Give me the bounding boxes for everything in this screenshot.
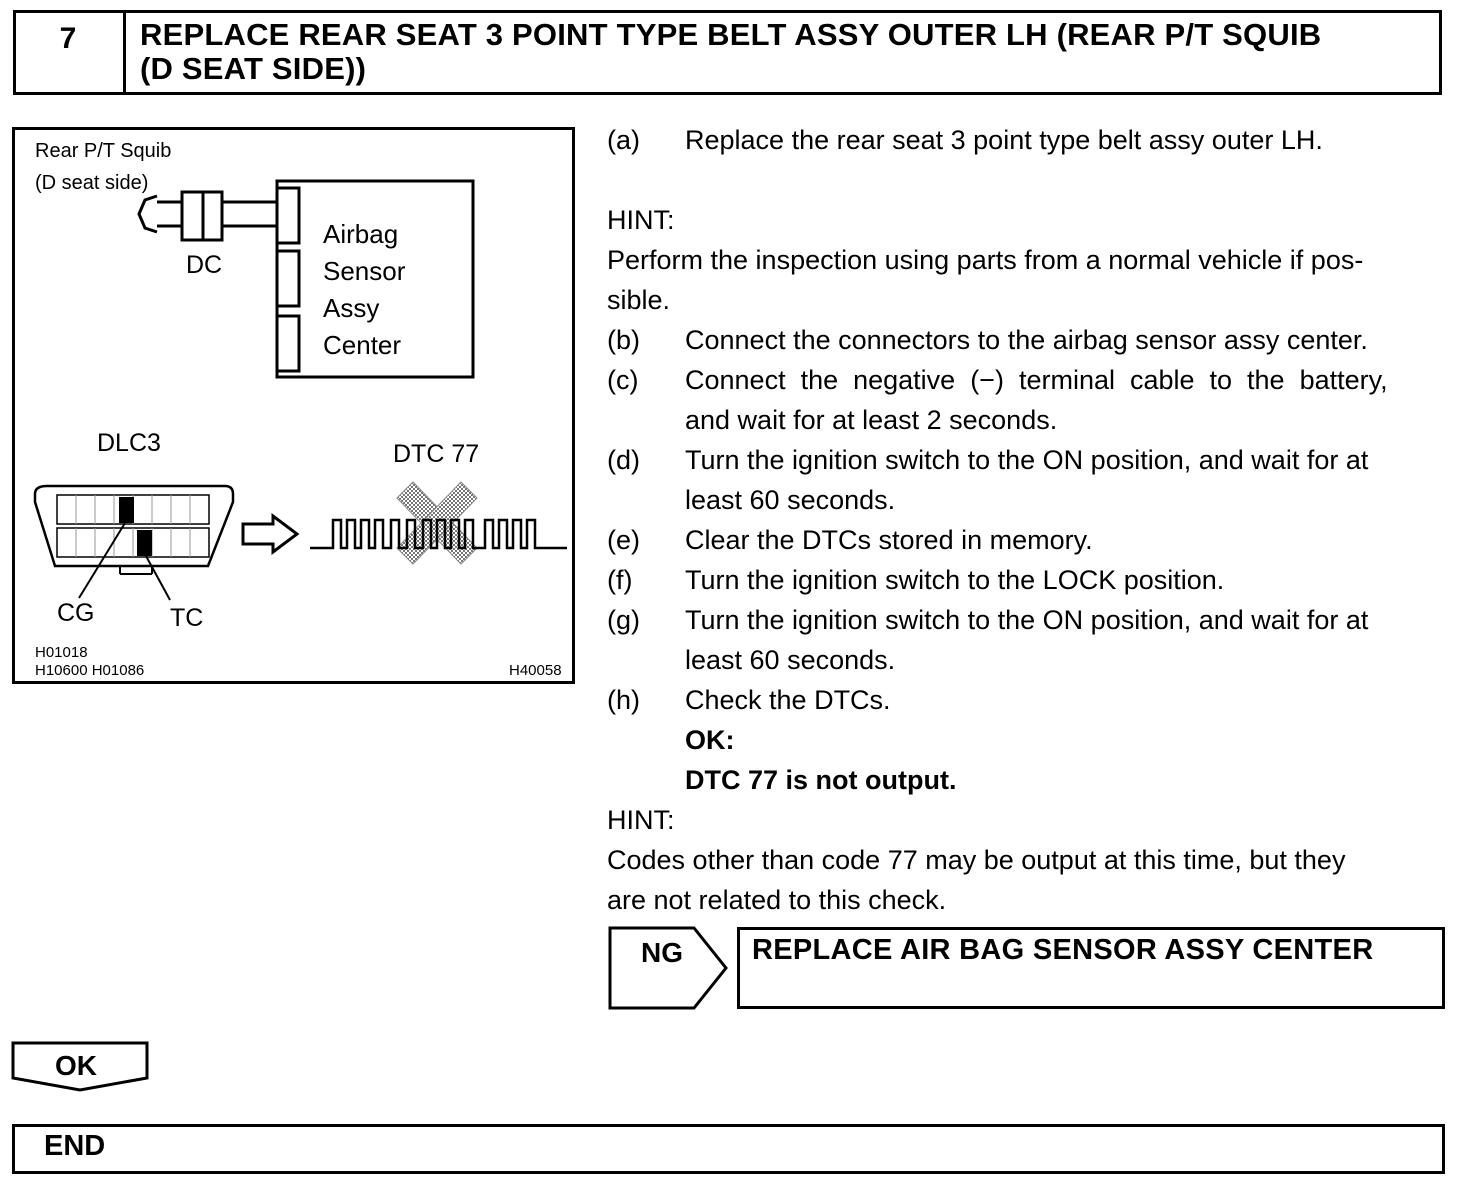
step-f-label: (f) [607,565,633,595]
dlc3-label: DLC3 [97,429,161,457]
step-d-label: (d) [607,445,640,475]
step-g-line-2: least 60 seconds. [685,645,896,675]
tc-label: TC [170,604,203,632]
step-number: 7 [13,10,126,95]
step-c-line-1: Connect the negative (−) terminal cable … [685,365,1388,395]
step-header-box [13,10,1442,95]
diagram-svg: Rear P/T Squib (D seat side) DC Airbag S… [33,140,567,679]
ok-criteria-label: OK: [685,725,735,755]
hint-1-line-1: Perform the inspection using parts from … [607,245,1364,275]
ecu-label-line-4: Center [323,330,401,360]
step-c-line-2: and wait for at least 2 seconds. [685,405,1058,435]
step-a-text: Replace the rear seat 3 point type belt … [685,125,1323,155]
dtc-label: DTC 77 [393,440,479,468]
right-arrow-icon [241,513,300,555]
wiring-diagram-figure: Rear P/T Squib (D seat side) DC Airbag S… [12,127,575,684]
step-b-text: Connect the connectors to the airbag sen… [685,325,1368,355]
cg-terminal [119,497,134,523]
dtc-pulse-waveform [310,518,567,550]
ecu-label-line-2: Sensor [323,256,406,286]
step-title-line-1: REPLACE REAR SEAT 3 POINT TYPE BELT ASSY… [140,17,1322,52]
end-box [12,1124,1445,1174]
step-c-label: (c) [607,365,639,395]
step-g-line-1: Turn the ignition switch to the ON posit… [685,605,1369,635]
ok-tag: OK [11,1041,149,1092]
ecu-label-line-1: Airbag [323,219,398,249]
step-g-label: (g) [607,605,640,635]
squib-label-2: (D seat side) [35,172,148,194]
ecu-label-line-3: Assy [323,293,379,323]
hint-1-line-2: sible. [607,285,671,315]
figure-code-3: H40058 [509,662,562,679]
figure-code-1: H01018 [35,644,88,661]
hint-2-label: HINT: [607,805,675,835]
squib-connector [137,190,277,242]
step-f-text: Turn the ignition switch to the LOCK pos… [685,565,1225,595]
ng-action-box [737,927,1445,1009]
step-a-label: (a) [607,125,640,155]
ng-tag: NG [608,926,728,1010]
end-text: END [44,1130,106,1162]
step-title-line-2: (D SEAT SIDE)) [140,51,367,86]
dlc3-connector [33,484,235,601]
ng-tag-label: NG [641,937,683,968]
step-title: REPLACE REAR SEAT 3 POINT TYPE BELT ASSY… [140,18,1430,86]
hint-1-label: HINT: [607,205,675,235]
airbag-sensor-ecu [275,179,475,379]
hint-2-line-2: are not related to this check. [607,885,947,915]
squib-label-1: Rear P/T Squib [35,140,171,162]
step-h-text: Check the DTCs. [685,685,891,715]
ok-criteria-text: DTC 77 is not output. [685,765,957,795]
step-b-label: (b) [607,325,640,355]
step-e-text: Clear the DTCs stored in memory. [685,525,1093,555]
ok-tag-label: OK [55,1050,97,1081]
step-e-label: (e) [607,525,640,555]
step-h-label: (h) [607,685,640,715]
hint-2-line-1: Codes other than code 77 may be output a… [607,845,1346,875]
step-d-line-2: least 60 seconds. [685,485,896,515]
figure-code-2: H10600 H01086 [35,662,144,679]
tc-terminal [137,530,152,556]
step-d-line-1: Turn the ignition switch to the ON posit… [685,445,1369,475]
dc-label: DC [186,251,222,279]
cg-label: CG [57,599,95,627]
ng-action-text: REPLACE AIR BAG SENSOR ASSY CENTER [752,934,1374,966]
